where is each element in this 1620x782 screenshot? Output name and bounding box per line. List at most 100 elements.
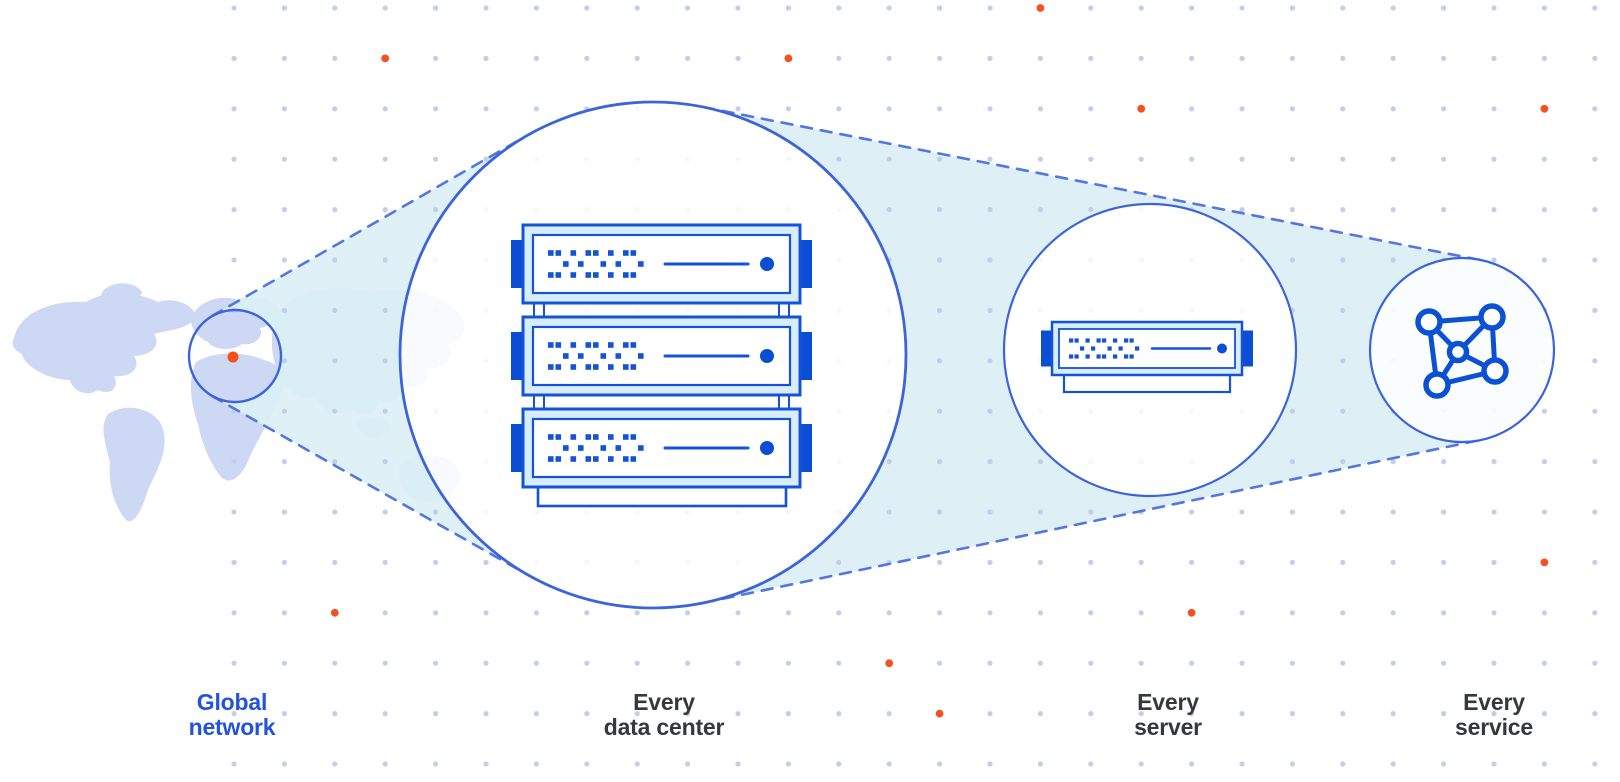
grid-dot [1390, 660, 1396, 666]
vent-dot [593, 272, 599, 278]
grid-dot [1491, 257, 1497, 263]
grid-dot [987, 610, 993, 616]
vent-dot [623, 272, 629, 278]
map-highlight-circle [187, 308, 283, 404]
grid-dot [1189, 509, 1195, 515]
grid-dot [1441, 459, 1447, 465]
grid-dot [937, 559, 943, 566]
vent-dot [608, 272, 614, 278]
grid-dot [433, 610, 439, 616]
grid-dot [1592, 207, 1598, 213]
grid-dot [1491, 711, 1497, 717]
vent-dot [555, 250, 562, 256]
grid-dot [1239, 559, 1245, 566]
grid-dot [1289, 660, 1295, 666]
grid-dot [1239, 509, 1245, 515]
grid-dot [231, 509, 237, 515]
grid-dot [1138, 55, 1144, 62]
grid-dot [1592, 358, 1598, 364]
grid-dot [1592, 509, 1598, 515]
grid-dot [836, 559, 842, 566]
vent-dot [615, 445, 622, 451]
grid-dot [1441, 559, 1447, 566]
grid-dot [735, 761, 741, 767]
server-stack [511, 223, 812, 508]
grid-dot [1592, 156, 1598, 162]
grid-dot [937, 761, 943, 767]
led-indicator [760, 349, 774, 363]
grid-dot [987, 106, 993, 112]
stage-label-line: Every [1463, 689, 1525, 715]
grid-dot [1340, 459, 1346, 465]
grid-dot [1088, 559, 1094, 566]
grid-dot [1541, 207, 1547, 213]
grid-dot [1037, 610, 1043, 616]
grid-dot [332, 509, 338, 515]
grid-dot [281, 5, 287, 11]
grid-dot [1340, 207, 1346, 213]
grid-dot [1441, 207, 1447, 213]
grid-dot [634, 761, 640, 767]
grid-dot [332, 711, 338, 717]
grid-dot [332, 358, 338, 364]
grid-dot [987, 711, 993, 717]
vent-dot [615, 353, 622, 359]
vent-dot [638, 261, 644, 267]
grid-dot [281, 559, 287, 566]
vent-dot [570, 272, 577, 278]
accent-dot [1187, 608, 1196, 617]
grid-dot [1491, 559, 1497, 566]
grid-dot [1239, 761, 1245, 767]
grid-dot [1390, 610, 1396, 616]
stage-label-line: network [188, 714, 276, 740]
vent-dot [1129, 338, 1134, 343]
grid-dot [836, 761, 842, 767]
grid-dot [231, 459, 237, 465]
grid-dot [332, 761, 338, 767]
grid-dot [231, 5, 237, 11]
grid-dot [1390, 5, 1396, 11]
grid-dot [1239, 5, 1245, 11]
vent-dot [548, 342, 554, 348]
vent-dot [630, 364, 637, 370]
grid-dot [332, 307, 338, 313]
grid-dot [382, 207, 388, 213]
grid-dot [785, 761, 792, 767]
vent-dot [1102, 338, 1107, 343]
grid-dot [281, 55, 287, 62]
vent-dot [548, 434, 554, 440]
accent-dot [1036, 4, 1045, 12]
continent-shape [103, 407, 165, 522]
rack-ear-right [800, 240, 812, 288]
grid-dot [785, 610, 792, 616]
vent-dot [600, 261, 607, 267]
grid-dot [836, 660, 842, 666]
vent-dot [548, 456, 554, 462]
vent-dot [608, 364, 614, 370]
grid-dot [231, 610, 237, 616]
grid-dot [332, 660, 338, 666]
vent-dot [623, 342, 629, 348]
grid-dot [1592, 55, 1598, 62]
grid-dot [533, 711, 540, 717]
grid-dot [1340, 106, 1346, 112]
grid-dot [382, 408, 388, 414]
grid-dot [584, 711, 590, 717]
grid-dot [634, 610, 640, 616]
grid-dot [1441, 509, 1447, 515]
grid-dot [1541, 660, 1547, 666]
vent-dot [623, 434, 629, 440]
grid-dot [1441, 711, 1447, 717]
grid-dot [483, 5, 489, 11]
grid-dot [1390, 509, 1396, 515]
grid-dot [1541, 257, 1547, 263]
grid-dot [1289, 207, 1295, 213]
vent-dot [563, 261, 569, 267]
server-illustrations [511, 223, 1253, 508]
rack-ear-right [1242, 330, 1253, 367]
grid-dot [1138, 761, 1144, 767]
grid-dot [433, 55, 439, 62]
vent-dot [585, 456, 592, 462]
grid-dot [987, 307, 993, 313]
